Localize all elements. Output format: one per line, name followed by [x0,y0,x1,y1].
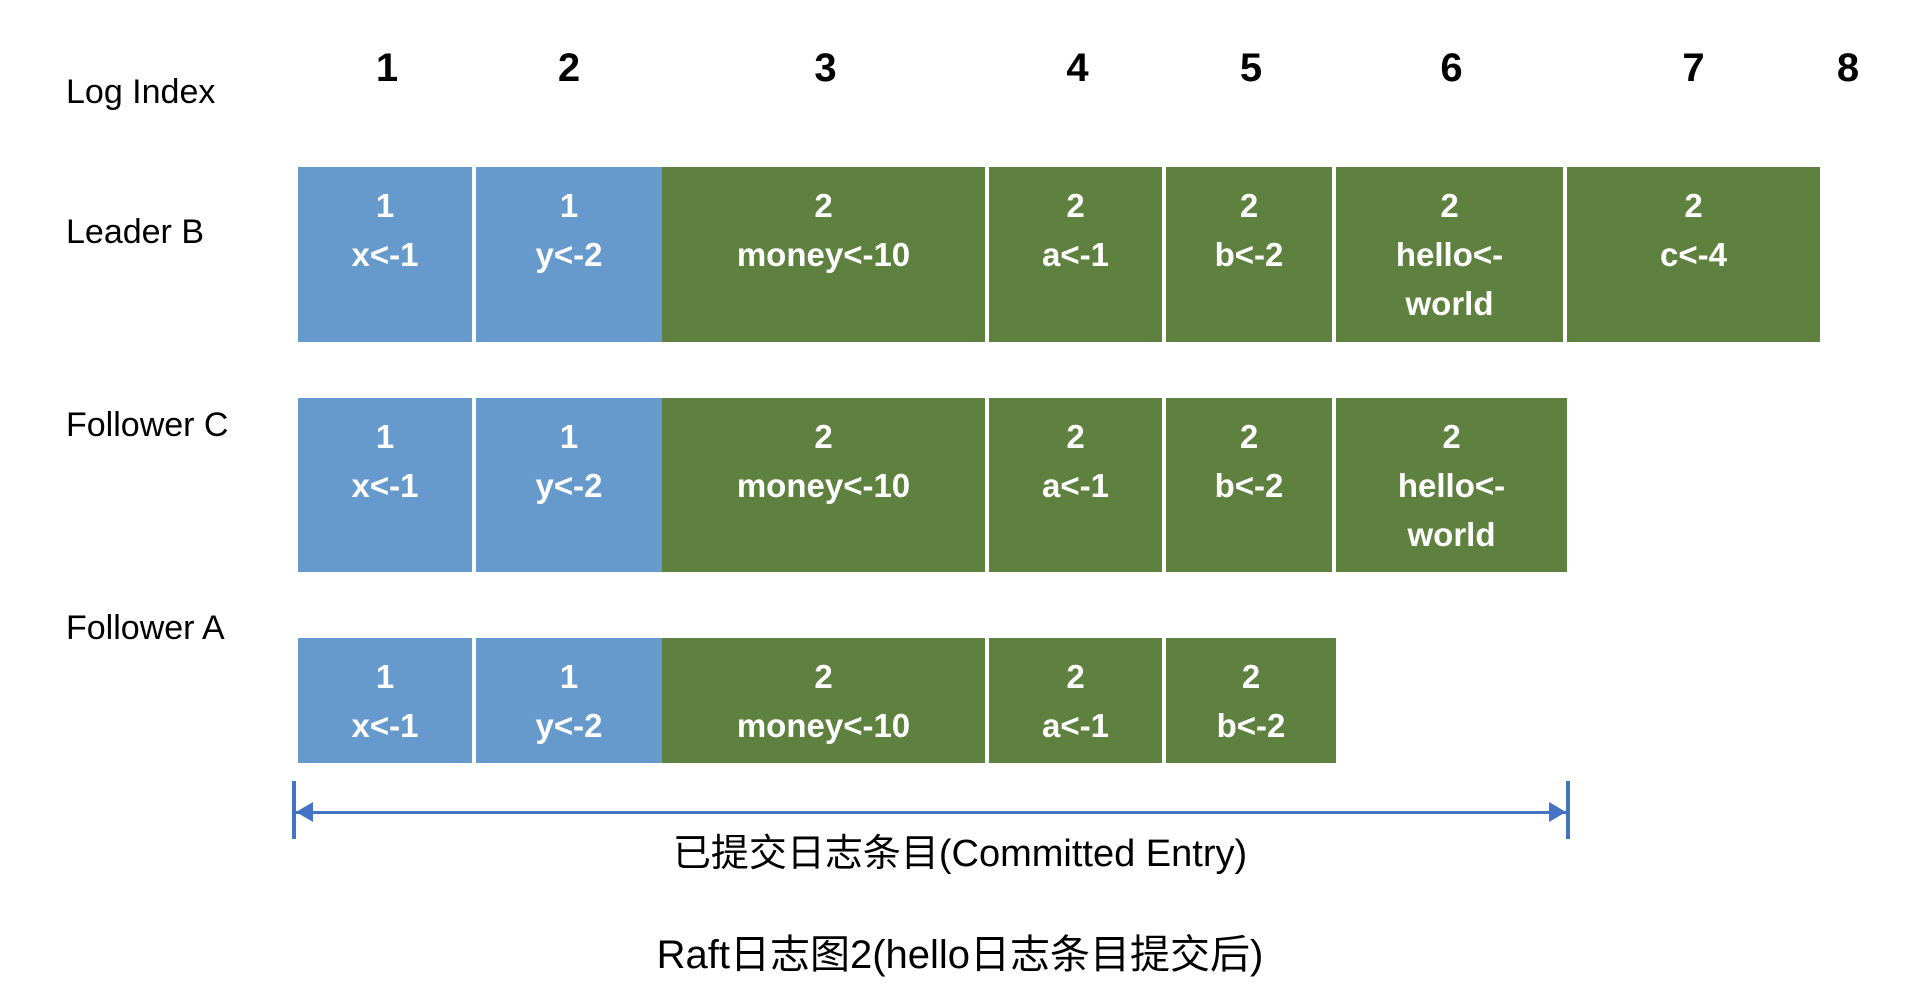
arrow-right-tick [1566,781,1570,839]
log-entry-cell: 2 a<-1 [989,638,1162,763]
log-entry-command: world [1407,516,1496,553]
server-row-label: Follower A [66,609,225,647]
log-entry-cell: 1 y<-2 [476,638,662,763]
log-entry-command: money<-10 [736,467,911,504]
log-entry-term: 2 [1442,418,1461,455]
log-entry-cell: 2 b<-2 [1166,398,1332,572]
log-entry-command: y<-2 [535,236,603,273]
log-entry-command: c<-4 [1660,236,1727,273]
log-entry-command: x<-1 [351,236,419,273]
log-entry-term: 2 [1684,187,1703,224]
log-entry-term: 1 [375,187,395,224]
log-entry-command: b<-2 [1216,707,1286,744]
log-entry-cell: 2 b<-2 [1166,638,1336,763]
log-entry-term: 1 [559,658,579,695]
figure-title: Raft日志图2(hello日志条目提交后) [656,933,1264,977]
log-entry-command: a<-1 [1042,707,1109,744]
log-entry-term: 2 [1440,187,1459,224]
log-entry-term: 2 [1241,658,1261,695]
log-entry-command: a<-1 [1042,467,1109,504]
log-entry-term: 2 [814,418,833,455]
log-entry-cell: 2 money<-10 [662,638,985,763]
log-entry-cell: 2 a<-1 [989,167,1162,342]
log-entry-command: y<-2 [535,707,603,744]
log-index-number: 5 [1239,46,1263,90]
log-entry-term: 2 [1239,418,1259,455]
server-row-label: Leader B [66,213,204,251]
log-entry-command: x<-1 [351,467,419,504]
log-entry-cell: 2 c<-4 [1567,167,1820,342]
log-entry-command: x<-1 [351,707,419,744]
log-index-number: 7 [1682,46,1705,90]
log-entry-cell: 2 money<-10 [662,167,985,342]
log-entry-command: hello<- [1395,236,1504,273]
arrow-right-head-icon [1549,802,1566,822]
log-entry-term: 1 [375,418,395,455]
arrow-line [296,811,1566,814]
log-entry-term: 2 [1239,187,1259,224]
log-entry-cell: 2 hello<- world [1336,398,1567,572]
log-entry-cell: 1 x<-1 [298,638,472,763]
log-entry-term: 2 [814,658,833,695]
log-entry-command: a<-1 [1042,236,1109,273]
arrow-left-tick [292,781,296,839]
server-row-label: Follower C [66,406,229,444]
log-index-label: Log Index [66,73,216,111]
committed-entry-label: 已提交日志条目(Committed Entry) [672,833,1248,875]
log-index-number: 6 [1440,46,1463,90]
log-entry-cell: 1 y<-2 [476,167,662,342]
log-index-number: 8 [1836,46,1860,90]
log-entry-command: b<-2 [1214,467,1284,504]
arrow-left-head-icon [296,802,313,822]
log-entry-command: money<-10 [736,707,911,744]
log-entry-command: world [1405,285,1494,322]
log-entry-cell: 2 hello<- world [1336,167,1563,342]
log-entry-cell: 2 money<-10 [662,398,985,572]
log-entry-term: 2 [1066,658,1085,695]
log-entry-term: 2 [814,187,833,224]
log-entry-cell: 2 a<-1 [989,398,1162,572]
log-index-number: 1 [375,46,399,90]
log-entry-term: 2 [1066,418,1085,455]
log-entry-command: money<-10 [736,236,911,273]
log-index-number: 2 [557,46,581,90]
log-index-number: 3 [814,46,837,90]
log-entry-cell: 1 y<-2 [476,398,662,572]
log-entry-term: 1 [559,187,579,224]
log-entry-command: b<-2 [1214,236,1284,273]
log-entry-cell: 1 x<-1 [298,398,472,572]
log-entry-cell: 1 x<-1 [298,167,472,342]
log-entry-command: hello<- [1397,467,1506,504]
log-entry-command: y<-2 [535,467,603,504]
log-index-number: 4 [1066,46,1089,90]
log-entry-term: 1 [559,418,579,455]
log-entry-term: 2 [1066,187,1085,224]
log-entry-cell: 2 b<-2 [1166,167,1332,342]
log-entry-term: 1 [375,658,395,695]
